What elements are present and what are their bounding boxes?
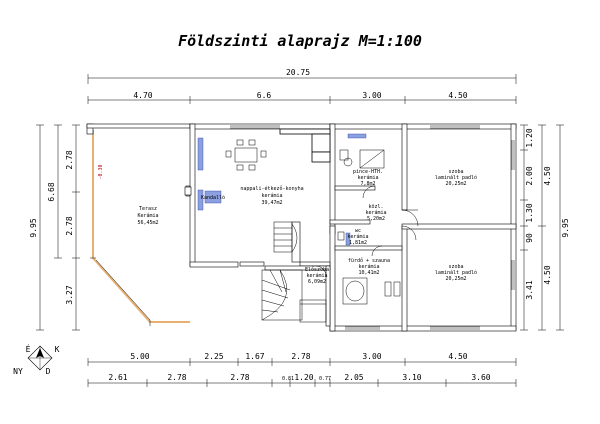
- doors: [315, 185, 419, 277]
- pince-floor: kerámia: [357, 174, 378, 181]
- compass-n: É: [26, 343, 31, 354]
- terasz-name: Terasz: [139, 206, 157, 212]
- compass-w: NY: [13, 367, 23, 376]
- dim-bottom2-7: 2.05: [344, 373, 363, 382]
- kandallo-box: [204, 190, 222, 204]
- bathtub: [342, 277, 368, 305]
- dim-bottom2-9: 3.60: [471, 373, 490, 382]
- terasz-floor: Kerámia: [137, 212, 158, 219]
- entry-canopy: [299, 299, 327, 323]
- stove: [359, 149, 385, 169]
- dim-left-inner-1: 2.78: [65, 150, 74, 169]
- dim-right-inner-3: 1.30: [525, 203, 534, 222]
- dim-bottom1-6: 4.50: [448, 352, 467, 361]
- wc-name: wc: [355, 228, 361, 234]
- furdo-area: 10,41m2: [358, 270, 379, 276]
- nappali-name: nappali-étkező-konyha: [240, 185, 303, 192]
- dim-bottom1-2: 2.25: [204, 352, 223, 361]
- eloszoba-name: Előszoba: [305, 267, 329, 273]
- furdo-floor: kerámia: [358, 263, 379, 270]
- kozl-floor: kerámia: [365, 209, 386, 216]
- dim-right-mid-2: 4.50: [543, 265, 552, 284]
- kandallo-label: Kandalló: [201, 194, 225, 201]
- dim-bottom1-1: 5.00: [130, 352, 149, 361]
- nappali-area: 39,47m2: [261, 200, 282, 206]
- fireplace-wall-symbol: [184, 186, 192, 196]
- wc-area: 1,81m2: [349, 240, 367, 246]
- top-dimensions: 20.75 4.70 6.6 3.00 4.50: [87, 68, 517, 104]
- nappali-floor: kerámia: [261, 192, 282, 199]
- compass-s: D: [46, 367, 51, 376]
- dim-left-inner-3: 3.27: [65, 285, 74, 304]
- dim-top-1: 4.70: [133, 91, 152, 100]
- dim-bottom2-4: 0.81: [282, 376, 294, 382]
- dim-bottom2-8: 3.10: [402, 373, 421, 382]
- dim-bottom1-5: 3.00: [362, 352, 381, 361]
- dim-overall-top: 20.75: [286, 68, 310, 77]
- room-labels: Terasz Kerámia 56,45m2 nappali-étkező-ko…: [98, 164, 477, 285]
- dim-left-mid: 6.68: [47, 182, 56, 201]
- sauna-fixtures: [384, 281, 401, 297]
- plan-title: Földszinti alaprajz M=1:100: [178, 32, 422, 50]
- appliance: [339, 149, 349, 161]
- compass-icon: É K D NY: [13, 343, 59, 376]
- szoba1-name: szoba: [448, 169, 463, 175]
- dim-bottom1-4: 2.78: [291, 352, 310, 361]
- dim-top-2: 6.6: [257, 91, 272, 100]
- szoba2-area: 20,25m2: [445, 276, 466, 282]
- eloszoba-area: 6,09m2: [308, 279, 326, 285]
- dim-bottom1-3: 1.67: [245, 352, 264, 361]
- pince-name: pince-HTH.: [353, 169, 383, 175]
- pince-area: 7,8m2: [360, 181, 375, 187]
- dim-left-inner-2: 2.78: [65, 216, 74, 235]
- dim-top-4: 4.50: [448, 91, 467, 100]
- walls: [86, 123, 517, 332]
- dim-right-inner-1: 1.20: [525, 128, 534, 147]
- dim-right-outer: 9.95: [561, 218, 570, 237]
- furdo-name: fürdő + szauna: [348, 258, 390, 264]
- dim-bottom2-1: 2.61: [108, 373, 127, 382]
- right-dimensions: 1.20 2.00 1.30 90 3.41 4.50 4.50 9.95: [520, 124, 570, 331]
- compass-e: K: [55, 345, 60, 354]
- kozl-name: közl.: [368, 204, 383, 210]
- dim-top-3: 3.00: [362, 91, 381, 100]
- szoba1-area: 20,25m2: [445, 181, 466, 187]
- dim-bottom2-3: 2.78: [230, 373, 249, 382]
- bottom-dimensions: 5.00 2.25 1.67 2.78 3.00 4.50 2.61 2.78 …: [87, 352, 517, 387]
- dim-right-inner-5: 3.41: [525, 280, 534, 299]
- kozl-area: 5,20m2: [367, 216, 385, 222]
- eloszoba-floor: kerámia: [306, 272, 327, 279]
- pince-glass: [347, 133, 367, 139]
- szoba1-floor: laminált padló: [435, 174, 477, 181]
- window-glass-left: [197, 137, 204, 171]
- left-dimensions: 9.95 6.68 2.78 2.78 3.27: [29, 124, 80, 331]
- terasz-area: 56,45m2: [137, 220, 158, 226]
- terrace-outline: [90, 130, 190, 326]
- dim-bottom2-6: 0.77: [319, 376, 331, 382]
- dining-table: [225, 139, 267, 171]
- szoba2-floor: laminált padló: [435, 269, 477, 276]
- stairs-lower: [261, 269, 303, 321]
- windows: [230, 125, 515, 330]
- dim-bottom2-5: 1.20: [294, 373, 313, 382]
- wc-floor: kerámia: [347, 233, 368, 240]
- szoba2-name: szoba: [448, 264, 463, 270]
- wc-fixture: [337, 231, 345, 241]
- dim-right-inner-4: 90: [525, 233, 534, 243]
- dim-right-mid-1: 4.50: [543, 166, 552, 185]
- dim-right-inner-2: 2.00: [525, 166, 534, 185]
- dim-left-outer: 9.95: [29, 218, 38, 237]
- level-marker: -0.30: [98, 164, 104, 179]
- stairs-upper: [273, 221, 298, 253]
- dim-bottom2-2: 2.78: [167, 373, 186, 382]
- wc-glass: [345, 232, 351, 246]
- window-glass-left-lower: [197, 189, 204, 211]
